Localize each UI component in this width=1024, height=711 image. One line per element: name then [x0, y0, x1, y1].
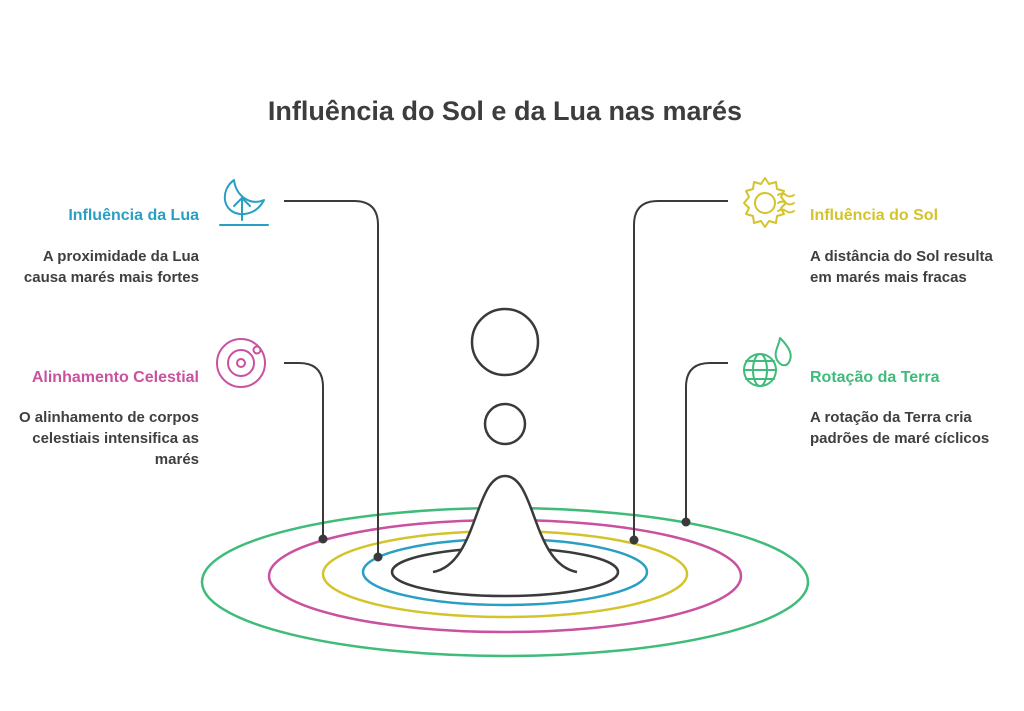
earth-rotation-title: Rotação da Terra: [810, 369, 940, 386]
connector-moon: [284, 200, 379, 557]
splash-peak: [432, 474, 578, 574]
moon-arrow-icon: [219, 179, 269, 226]
celestial-alignment-description: O alinhamento de corpos celestiais inten…: [18, 409, 199, 468]
moon-influence-description: A proximidade da Lua causa marés mais fo…: [23, 248, 199, 286]
connector-sun-dot: [629, 535, 639, 545]
celestial-alignment-title: Alinhamento Celestial: [31, 369, 199, 386]
connector-earth: [685, 362, 728, 522]
page-title: Influência do Sol e da Lua nas marés: [267, 96, 743, 126]
drop-small: [483, 402, 527, 446]
globe-flame-icon: [743, 337, 792, 387]
earth-rotation-description: A rotação da Terra cria padrões de maré …: [810, 409, 990, 447]
sun-heat-icon: [743, 177, 795, 228]
connector-moon-dot: [373, 552, 383, 562]
connector-alignment: [284, 362, 324, 539]
connector-earth-dot: [681, 517, 691, 527]
sun-influence-title: Influência do Sol: [810, 207, 939, 224]
connector-alignment-dot: [318, 534, 328, 544]
sun-influence-description: A distância do Sol resulta em marés mais…: [810, 248, 993, 286]
connector-sun: [633, 200, 728, 540]
moon-influence-title: Influência da Lua: [68, 207, 199, 224]
orbit-icon: [216, 338, 266, 388]
drop-large: [470, 307, 540, 377]
